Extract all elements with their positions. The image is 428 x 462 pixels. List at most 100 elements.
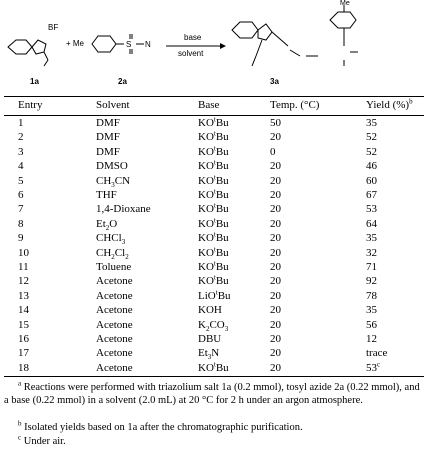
reaction-arrowhead [220, 43, 226, 49]
yield-cell: 53 [366, 203, 377, 216]
header-base: Base [198, 99, 220, 111]
temp-cell: 20 [270, 217, 281, 230]
base-cell: KOtBu [198, 129, 229, 144]
table-bottom-rule [4, 376, 424, 377]
temp-cell: 20 [270, 289, 281, 302]
yield-cell: 78 [366, 289, 377, 302]
header-entry: Entry [18, 99, 43, 111]
table-row: 13 Acetone LiOtBu 20 78 [0, 288, 428, 303]
solvent-cell: DMSO [96, 160, 128, 173]
reaction-scheme: BF 1a + Me S N 2a base solvent Me 3a [7, 0, 358, 86]
solvent-cell: DMF [96, 145, 120, 158]
solvent-cell: Acetone [96, 318, 133, 331]
compound-2a-structure [91, 34, 144, 54]
solvent-cell: Acetone [96, 304, 133, 317]
solvent-cell: DMF [96, 117, 120, 129]
footnote-c: c Under air. [18, 433, 66, 447]
base-cell: KOtBu [198, 273, 229, 288]
temp-cell: 20 [270, 160, 281, 173]
entry-cell: 11 [18, 261, 29, 273]
azide-n3: N [145, 40, 151, 49]
base-cell: KOtBu [198, 201, 229, 216]
temp-cell: 20 [270, 347, 281, 360]
base-cell: Et3N [198, 347, 220, 362]
entry-cell: 18 [18, 361, 29, 374]
entry-cell: 12 [18, 275, 29, 288]
arrow-top-label: base [184, 33, 202, 42]
arrow-bottom-label: solvent [178, 49, 204, 58]
solvent-cell: Acetone [96, 275, 133, 288]
compound-2a-label: 2a [118, 77, 127, 86]
base-cell: KOH [198, 304, 222, 317]
base-cell: KOtBu [198, 230, 229, 245]
entry-cell: 16 [18, 333, 29, 345]
base-cell: KOtBu [198, 187, 229, 201]
yield-cell: 35 [366, 117, 377, 129]
footnote-a: a Reactions were performed with triazoli… [4, 379, 420, 406]
temp-cell: 50 [270, 117, 281, 129]
header-yield: Yield (%)b [366, 97, 413, 111]
base-cell: LiOtBu [198, 288, 231, 302]
solvent-cell: THF [96, 189, 117, 201]
entry-cell: 9 [18, 232, 24, 245]
yield-cell: 53c [366, 360, 381, 374]
entry-cell: 1 [18, 117, 24, 129]
base-cell: KOtBu [198, 259, 229, 273]
entry-cell: 4 [18, 160, 24, 173]
bf4-label: BF [48, 23, 58, 32]
solvent-cell: Acetone [96, 347, 133, 360]
entry-cell: 2 [18, 131, 24, 144]
entry-cell: 5 [18, 174, 24, 187]
yield-cell: trace [366, 347, 388, 360]
temp-cell: 20 [270, 189, 281, 201]
yield-cell: 52 [366, 131, 377, 144]
entry-cell: 15 [18, 318, 29, 331]
base-cell: K2CO3 [198, 318, 229, 333]
plus-methyl: + Me [66, 39, 85, 48]
yield-cell: 46 [366, 160, 377, 173]
compound-3a-structure [231, 5, 358, 67]
me-top-label: Me [340, 0, 350, 7]
entry-cell: 13 [18, 289, 29, 302]
temp-cell: 20 [270, 333, 281, 345]
base-cell: KOtBu [198, 360, 229, 374]
azide-sulfur: S [126, 40, 131, 49]
temp-cell: 0 [270, 145, 276, 158]
solvent-cell: Acetone [96, 289, 133, 302]
temp-cell: 20 [270, 261, 281, 273]
yield-cell: 12 [366, 333, 377, 345]
compound-1a-structure [7, 39, 49, 67]
solvent-cell: Acetone [96, 361, 133, 374]
entry-cell: 10 [18, 246, 29, 259]
compound-3a-label: 3a [270, 77, 279, 86]
yield-cell: 71 [366, 261, 377, 273]
header-solvent: Solvent [96, 99, 130, 111]
temp-cell: 20 [270, 203, 281, 216]
solvent-cell: Toluene [96, 261, 132, 273]
solvent-cell: Acetone [96, 333, 133, 345]
solvent-cell: Et2O [96, 217, 118, 232]
base-cell: KOtBu [198, 244, 229, 259]
yield-cell: 56 [366, 318, 377, 331]
entry-cell: 17 [18, 347, 29, 360]
base-cell: KOtBu [198, 172, 229, 187]
temp-cell: 20 [270, 275, 281, 288]
footnote-b: b Isolated yields based on 1a after the … [18, 419, 303, 433]
temp-cell: 20 [270, 131, 281, 144]
entry-cell: 6 [18, 189, 24, 201]
base-cell: KOtBu [198, 216, 229, 230]
solvent-cell: 1,4-Dioxane [96, 203, 151, 216]
solvent-cell: CHCl3 [96, 232, 126, 247]
compound-1a-label: 1a [30, 77, 39, 86]
